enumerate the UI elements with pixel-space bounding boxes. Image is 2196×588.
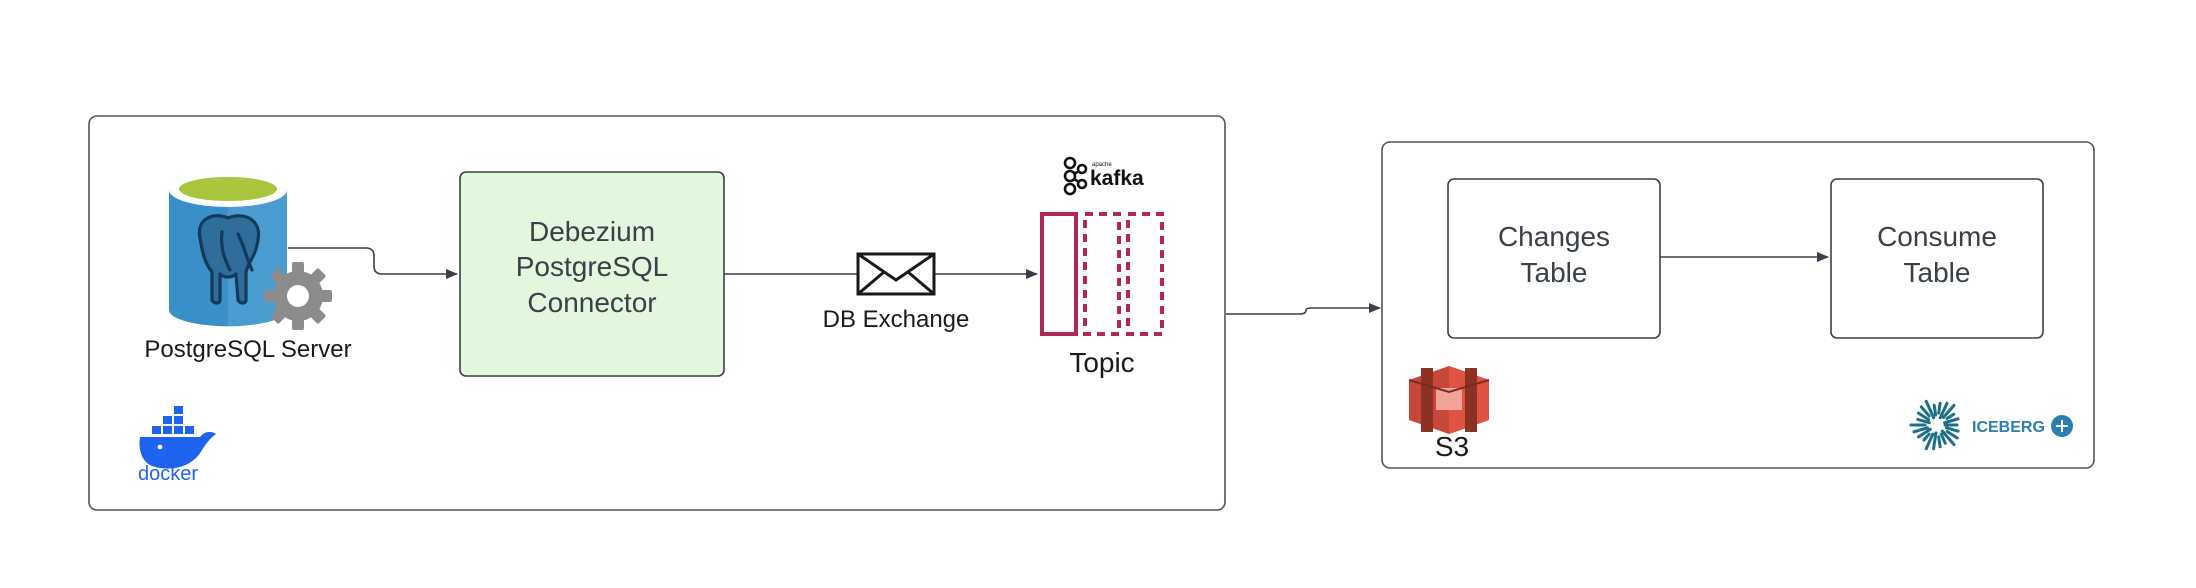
docker-logo-text: docker — [138, 463, 198, 485]
iceberg-ray — [1940, 429, 1956, 447]
iceberg-ray — [1932, 431, 1938, 451]
kafka-superscript: apache — [1092, 162, 1112, 168]
db-exchange-label: DB Exchange — [823, 306, 970, 333]
docker-logo: docker — [138, 406, 216, 485]
s3-label: S3 — [1435, 431, 1469, 462]
iceberg-logo-text: ICEBERG — [1972, 419, 2045, 436]
iceberg-ray — [1924, 399, 1936, 420]
iceberg-ray — [1917, 427, 1932, 439]
changes-table-box[interactable] — [1447, 178, 1661, 339]
changes-table-line2: Table — [1521, 257, 1588, 288]
postgres-server-label: PostgreSQL Server — [144, 336, 351, 363]
iceberg-ray — [1939, 432, 1947, 445]
kafka-logo: apache kafka — [1063, 156, 1144, 196]
kafka-logo-text: kafka — [1090, 167, 1144, 190]
consume-table-box[interactable] — [1830, 178, 2044, 339]
iceberg-ray — [1919, 405, 1931, 418]
iceberg-ray — [1942, 403, 1956, 419]
iceberg-ray — [1912, 426, 1929, 434]
s3-bucket-icon — [1408, 366, 1490, 434]
iceberg-ray — [1945, 426, 1960, 433]
postgres-database-icon — [169, 173, 287, 327]
debezium-label-line2: PostgreSQL — [516, 251, 669, 282]
consume-table-line2: Table — [1904, 257, 1971, 288]
debezium-label-line1: Debezium — [529, 216, 655, 247]
iceberg-ray — [1937, 401, 1942, 415]
kafka-topic-icon — [1040, 212, 1164, 336]
iceberg-ray — [1945, 430, 1959, 440]
iceberg-ray — [1945, 412, 1956, 420]
iceberg-logo: ICEBERG — [1909, 399, 2073, 451]
iceberg-ray — [1917, 411, 1931, 422]
iceberg-ray — [1924, 432, 1935, 451]
envelope-icon — [856, 252, 936, 296]
iceberg-ray — [1932, 403, 1938, 417]
topic-label: Topic — [1069, 347, 1134, 378]
iceberg-ray — [1938, 401, 1949, 420]
consume-table-line1: Consume — [1877, 221, 1997, 252]
edge-kafka-to-iceberg — [1226, 303, 1381, 315]
iceberg-ray — [1922, 432, 1931, 442]
changes-table-line1: Changes — [1498, 221, 1610, 252]
gear-icon — [264, 262, 332, 330]
debezium-label-line3: Connector — [527, 287, 656, 318]
edge-postgres-to-debezium — [288, 247, 458, 279]
iceberg-ray — [1943, 417, 1960, 425]
iceberg-ray — [1937, 435, 1942, 449]
iceberg-ray — [1916, 417, 1931, 425]
